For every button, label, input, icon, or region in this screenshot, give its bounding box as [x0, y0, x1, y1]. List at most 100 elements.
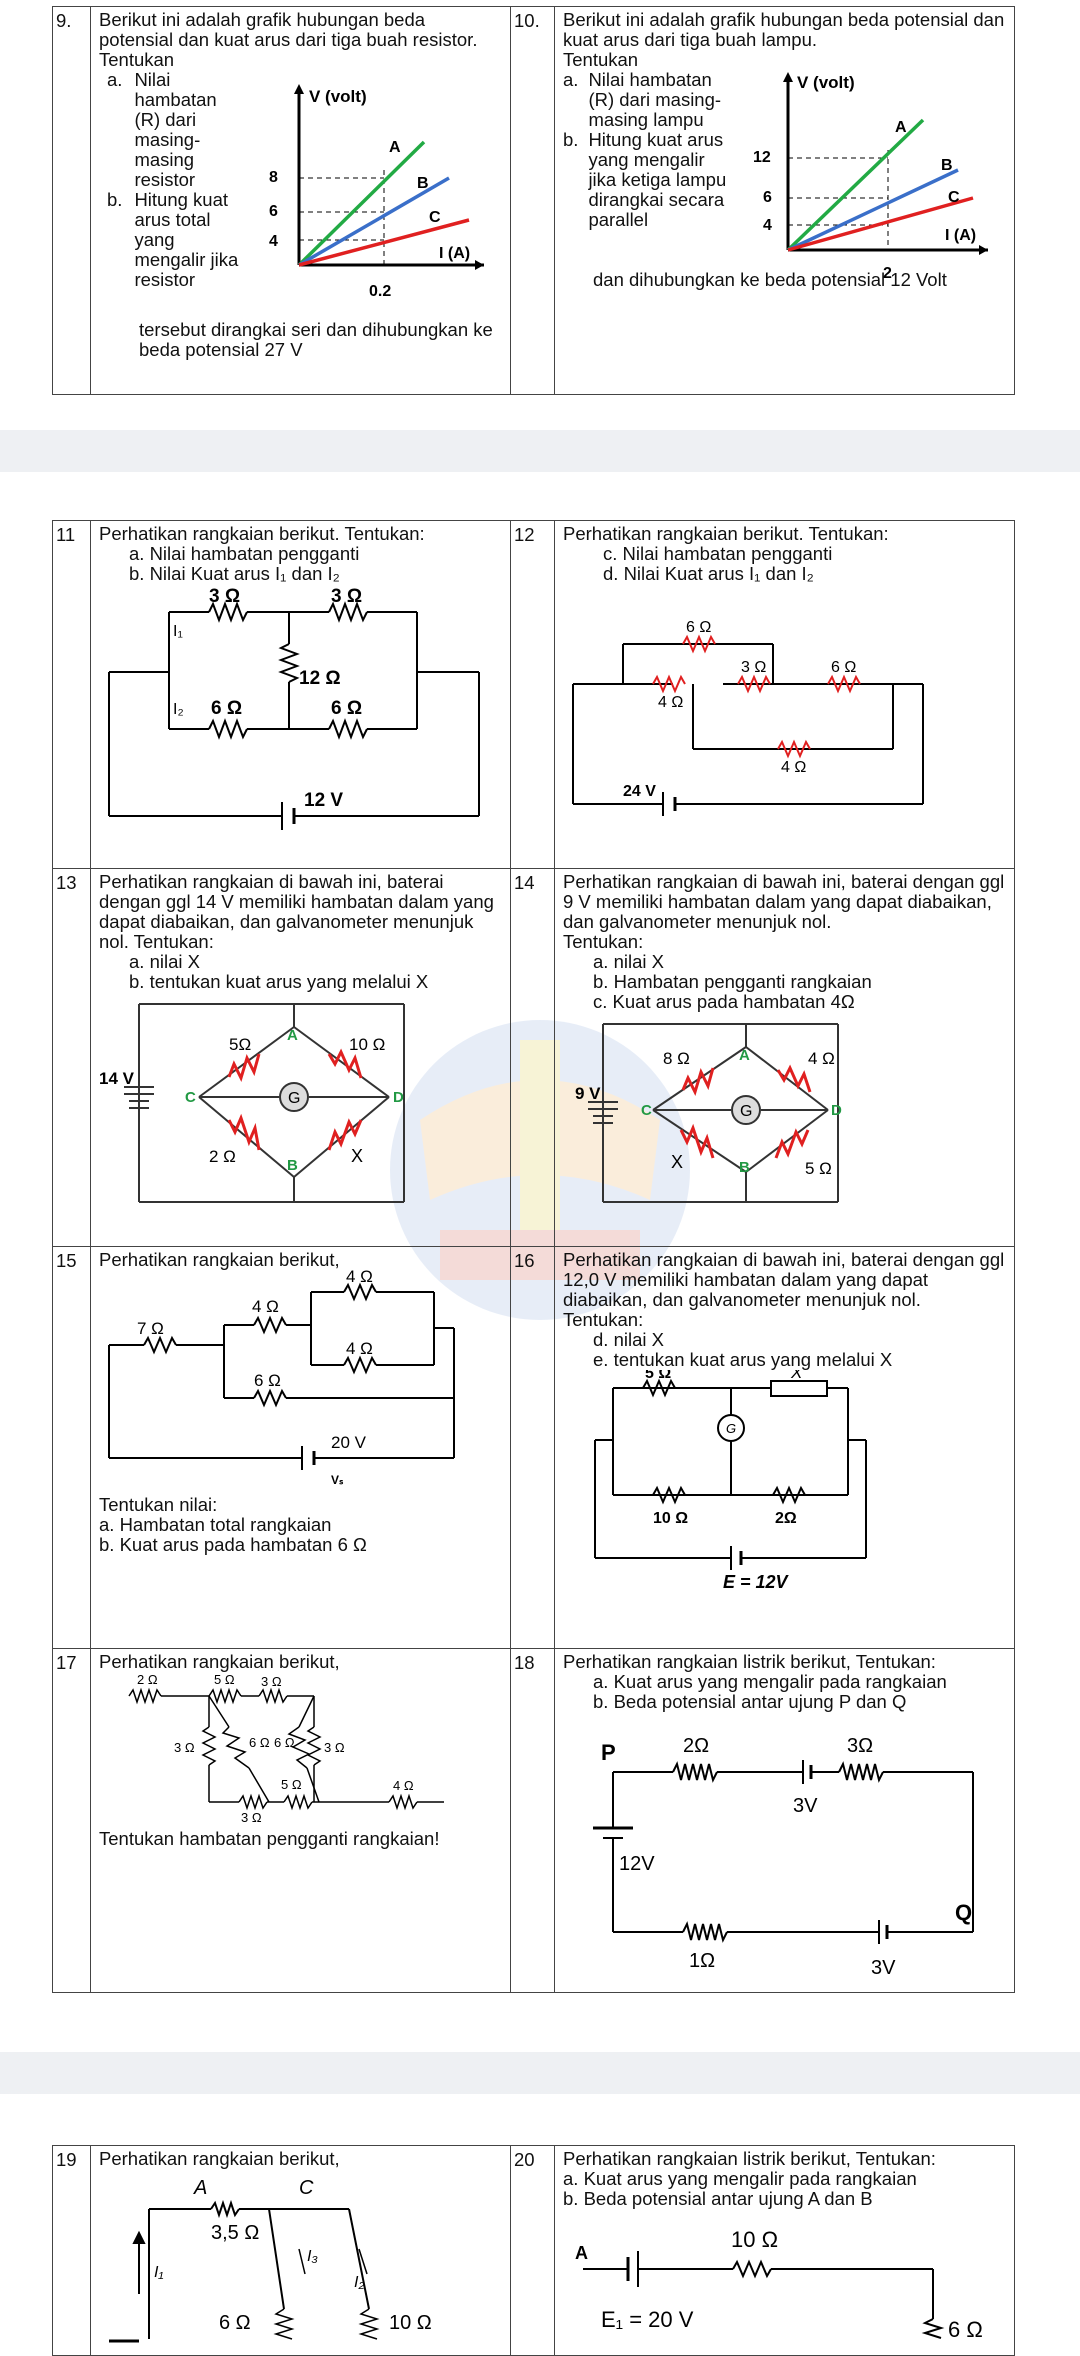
resistor-label: 1Ω: [689, 1950, 715, 1972]
resistor-label: 4 Ω: [346, 1339, 373, 1358]
current-label: I₁: [154, 2264, 164, 2281]
resistor-label: 6 Ω: [254, 1371, 281, 1390]
item-d: d. Nilai Kuat arus I₁ dan I₂: [603, 563, 814, 584]
question-tail: dan dihubungkan ke beda potensial 12 Vol…: [593, 269, 947, 290]
x-tick: 0.2: [369, 283, 391, 300]
item-a: a. nilai X: [593, 951, 664, 972]
line-label: C: [948, 189, 960, 206]
question-intro: Perhatikan rangkaian berikut. Tentukan:: [99, 523, 425, 544]
question-number: 19: [52, 2145, 91, 2356]
question-number: 12: [510, 520, 555, 869]
question-14: Perhatikan rangkaian di bawah ini, bater…: [554, 868, 1015, 1247]
question-12: Perhatikan rangkaian berikut. Tentukan: …: [554, 520, 1015, 869]
item-label: a.: [563, 69, 579, 90]
item-a: a. Kuat arus yang mengalir pada rangkaia…: [563, 2168, 917, 2189]
battery-label: 24 V: [623, 783, 656, 800]
question-table-2: 11 Perhatikan rangkaian berikut. Tentuka…: [52, 520, 1015, 1993]
question-intro: Perhatikan rangkaian di bawah ini, bater…: [99, 871, 494, 952]
item-label: b.: [563, 129, 579, 150]
resistor-label: 4 Ω: [658, 694, 683, 711]
item-d: d. nilai X: [593, 1329, 664, 1350]
question-intro: Perhatikan rangkaian berikut,: [99, 2148, 340, 2169]
line-c: [787, 196, 974, 252]
wheatstone-bridge: 5Ω 10 Ω 2 Ω X 14 V A B C D G: [99, 1003, 405, 1203]
resistor-label: 4 Ω: [781, 759, 806, 776]
question-footer: Tentukan hambatan pengganti rangkaian!: [99, 1828, 440, 1849]
question-number: 13: [52, 868, 91, 1247]
emf-label: 12V: [619, 1853, 655, 1875]
current-label: I₂: [354, 2274, 365, 2291]
question-18: Perhatikan rangkaian listrik berikut, Te…: [554, 1648, 1015, 1993]
question-10: Berikut ini adalah grafik hubungan beda …: [554, 6, 1015, 395]
circuit-diagram: 2 Ω 5 Ω 3 Ω 3 Ω 6 Ω 6 Ω 3 Ω 5 Ω 3 Ω 4 Ω: [128, 1672, 444, 1825]
question-number: 20: [510, 2145, 555, 2356]
question-number: 16: [510, 1246, 555, 1649]
item-b: b. Beda potensial antar ujung A dan B: [563, 2188, 873, 2209]
point-label: P: [601, 1740, 616, 1765]
item-b: b. Hambatan pengganti rangkaian: [593, 971, 872, 992]
node-label: C: [185, 1089, 196, 1106]
resistor-label: 3 Ω: [209, 586, 240, 607]
question-table-3: 19 Perhatikan rangkaian berikut, A C: [52, 2145, 1015, 2356]
resistor-label: 3 Ω: [741, 659, 766, 676]
node-label: D: [831, 1102, 842, 1119]
instruction: Tentukan:: [563, 931, 644, 952]
battery-label: 14 V: [99, 1069, 135, 1088]
current-label: I₃: [307, 2248, 318, 2265]
question-number: 10.: [510, 6, 555, 395]
x-axis-label: I (A): [439, 245, 470, 262]
instruction: Tentukan: [99, 49, 175, 70]
question-16: Perhatikan rangkaian di bawah ini, bater…: [554, 1246, 1015, 1649]
line-label: B: [941, 157, 953, 174]
x-axis-label: I (A): [945, 227, 976, 244]
resistor-label: 2Ω: [683, 1735, 709, 1757]
battery-label: E = 12V: [723, 1572, 790, 1592]
line-label: A: [389, 139, 401, 156]
item-a: a. Nilai hambatan pengganti: [129, 543, 360, 564]
y-axis-label: V (volt): [309, 87, 367, 106]
question-number: 14: [510, 868, 555, 1247]
resistor-label: 6 Ω: [331, 698, 362, 719]
resistor-label: 5 Ω: [645, 1370, 671, 1382]
resistor-label: 3 Ω: [241, 1810, 262, 1825]
galvanometer-icon: G: [726, 1421, 736, 1436]
instruction: Tentukan nilai:: [99, 1494, 218, 1515]
item-b: b. Kuat arus pada hambatan 6 Ω: [99, 1534, 367, 1555]
resistor-label: 6 Ω: [219, 2312, 251, 2334]
instruction: Tentukan: [563, 49, 639, 70]
node-label: A: [287, 1027, 298, 1044]
resistor-label: 5 Ω: [805, 1159, 832, 1178]
resistor-label: 2 Ω: [137, 1672, 158, 1687]
resistor-label: 4 Ω: [393, 1778, 414, 1793]
circuit-diagram: P Q 2Ω 3Ω 3V 12V 1Ω 3V: [593, 1735, 974, 1977]
y-tick: 12: [753, 149, 771, 166]
question-20: Perhatikan rangkaian listrik berikut, Te…: [554, 2145, 1015, 2356]
battery-label: 9 V: [575, 1084, 601, 1103]
source-label: Vₛ: [331, 1473, 344, 1487]
line-label: B: [417, 175, 429, 192]
wheatstone-bridge: 8 Ω 4 Ω X 5 Ω 9 V A B C D G: [575, 1023, 842, 1203]
vi-graph: V (volt) I (A) 8 6 4 0.2 A B C: [269, 84, 484, 300]
y-tick: 4: [763, 217, 772, 234]
line-b: [787, 168, 959, 252]
question-intro: Perhatikan rangkaian listrik berikut, Te…: [563, 1651, 936, 1672]
emf-label: 3V: [871, 1957, 896, 1977]
item-a: a. nilai X: [129, 951, 200, 972]
resistor-label: 2Ω: [775, 1510, 797, 1527]
item-b: b. Nilai Kuat arus I₁ dan I₂: [129, 563, 340, 584]
question-intro: Perhatikan rangkaian di bawah ini, bater…: [563, 1249, 1005, 1310]
item-a: Nilai hambatan (R) dari masing-masing re…: [134, 69, 217, 190]
resistor-label: X: [671, 1152, 683, 1172]
question-17: Perhatikan rangkaian berikut, 2 Ω: [90, 1648, 511, 1993]
node-label: B: [287, 1157, 298, 1174]
line-c: [298, 218, 470, 267]
resistor-label: 7 Ω: [137, 1319, 164, 1338]
resistor-label: 5Ω: [229, 1035, 251, 1054]
line-a: [786, 118, 925, 252]
node-label: D: [393, 1089, 404, 1106]
page-separator: [0, 430, 1080, 472]
question-15: Perhatikan rangkaian berikut, 7 Ω: [90, 1246, 511, 1649]
question-intro: Perhatikan rangkaian di bawah ini, bater…: [563, 871, 1005, 932]
y-tick: 4: [269, 233, 278, 250]
resistor-label: 12 Ω: [299, 668, 341, 689]
